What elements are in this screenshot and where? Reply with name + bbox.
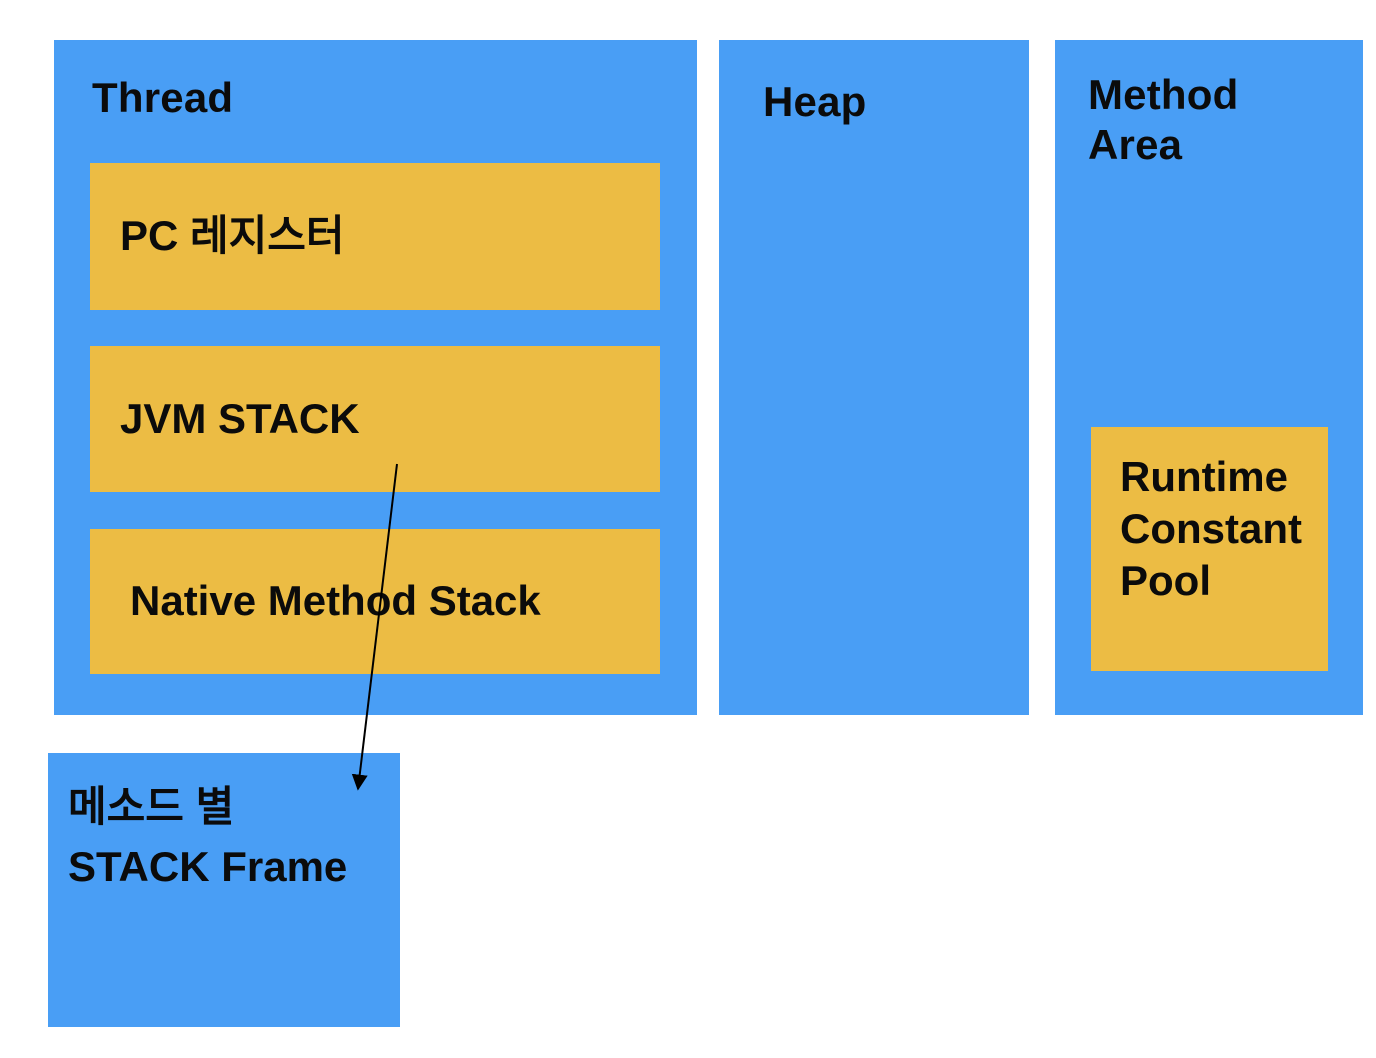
method-area-panel: Method Area Runtime Constant Pool [1055, 40, 1363, 715]
native-method-stack-box: Native Method Stack [90, 529, 660, 674]
pc-register-box: PC 레지스터 [90, 163, 660, 310]
runtime-constant-pool-box: Runtime Constant Pool [1091, 427, 1328, 671]
runtime-constant-pool-label: Runtime Constant Pool [1120, 453, 1302, 605]
native-method-stack-label: Native Method Stack [130, 577, 541, 625]
stack-frame-note-line2: STACK Frame [68, 843, 348, 891]
method-area-title: Method Area [1088, 71, 1239, 169]
stack-frame-note-line1: 메소드 별 [68, 783, 235, 830]
pc-register-label: PC 레지스터 [120, 212, 345, 260]
thread-panel: Thread PC 레지스터 JVM STACK Native Method S… [54, 40, 697, 715]
thread-title: Thread [92, 74, 234, 121]
heap-title: Heap [763, 78, 867, 125]
stack-frame-note-box: 메소드 별 STACK Frame [48, 753, 400, 1027]
heap-panel: Heap [719, 40, 1029, 715]
jvm-stack-box: JVM STACK [90, 346, 660, 492]
jvm-stack-label: JVM STACK [120, 394, 360, 442]
